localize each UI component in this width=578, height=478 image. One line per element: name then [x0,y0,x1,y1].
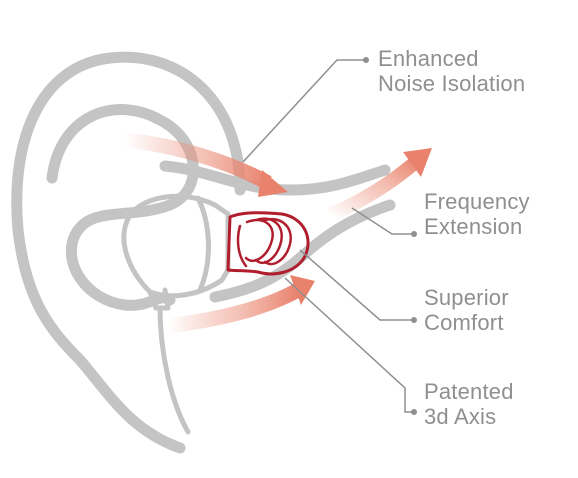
callout-comfort-line1: Superior [424,285,509,310]
inner-antihelix [46,104,199,311]
outer-helix [11,51,246,454]
leader-frequency-extension [351,207,417,237]
ear-outline [11,51,396,454]
earphone-cable [157,305,191,435]
callout-patented-axis: Patented 3d Axis [424,379,514,429]
ear-canal-lower [209,199,396,303]
arrow-right [327,148,432,222]
leader-lines [242,57,417,415]
eartip [226,211,310,276]
callout-comfort-line2: Comfort [424,310,504,335]
callout-frequency-line1: Frequency [424,189,530,214]
callout-noise-line2: Noise Isolation [378,71,526,96]
callout-frequency-line2: Extension [424,214,523,239]
callout-axis-line2: 3d Axis [424,404,497,429]
callout-axis-line1: Patented [424,379,514,404]
arrow-lower [167,275,315,334]
arrow-upper [124,132,288,197]
callout-noise-isolation: Enhanced Noise Isolation [378,46,525,96]
callout-superior-comfort: Superior Comfort [424,285,509,335]
ear-canal-upper [159,160,391,196]
leader-patented-axis [284,277,417,415]
leader-noise-isolation [242,57,369,163]
leader-superior-comfort [299,249,417,323]
callout-frequency-extension: Frequency Extension [424,189,530,239]
callout-noise-line1: Enhanced [378,46,479,71]
sound-arrows [124,132,432,334]
